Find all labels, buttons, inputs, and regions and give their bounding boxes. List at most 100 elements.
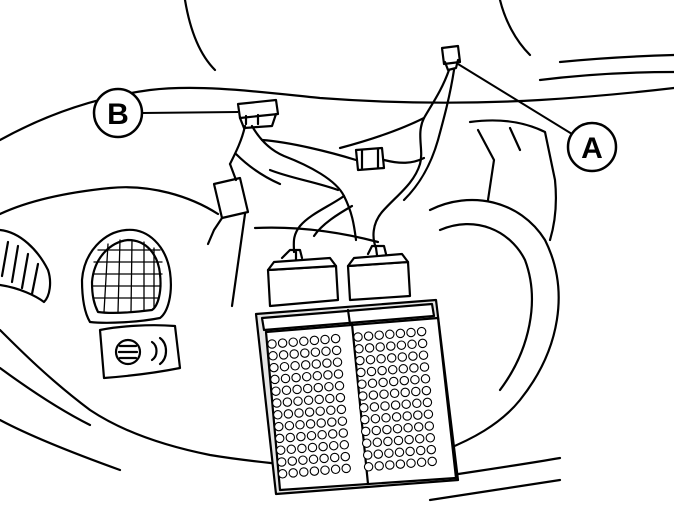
test-pin (418, 350, 429, 360)
test-pin (274, 433, 285, 444)
test-pin (363, 331, 374, 341)
test-pin (372, 437, 383, 448)
test-pin (331, 345, 342, 356)
test-pin (390, 400, 401, 410)
test-pin (272, 398, 282, 408)
test-pin (277, 469, 288, 479)
test-pin (285, 432, 296, 443)
test-pin (354, 344, 364, 354)
test-pin (318, 441, 328, 452)
light-switch-panel (98, 324, 182, 380)
test-pin (380, 401, 390, 411)
test-pin (288, 468, 298, 478)
test-pin (393, 435, 404, 446)
test-pin (376, 354, 386, 364)
test-pin (312, 371, 323, 381)
test-pin (339, 440, 350, 450)
test-pin (413, 410, 423, 420)
test-pin (292, 384, 302, 395)
test-pin (300, 348, 310, 358)
test-pin (374, 461, 384, 471)
test-pin (414, 433, 425, 444)
test-pin (298, 455, 308, 465)
test-pin (277, 338, 288, 348)
test-pin (284, 420, 295, 431)
callout-a-label: A (581, 132, 603, 165)
left-air-vent (0, 228, 52, 304)
test-pin (400, 387, 410, 398)
test-pin (337, 416, 348, 426)
test-pin (357, 379, 367, 389)
connector-a (440, 44, 462, 72)
test-pin (282, 397, 293, 407)
test-pin (306, 430, 317, 441)
test-pin (296, 431, 306, 442)
test-pin (404, 434, 414, 445)
callout-b-label: B (107, 98, 129, 131)
test-pin (413, 422, 424, 432)
test-pin (289, 349, 299, 359)
test-pin (268, 351, 278, 361)
test-pin (394, 447, 405, 458)
test-pin (328, 440, 339, 451)
test-pin (370, 413, 381, 424)
test-pin (384, 448, 394, 458)
test-pin (356, 367, 366, 378)
test-pin (427, 456, 437, 467)
test-pin (397, 352, 408, 362)
test-pin (323, 370, 333, 380)
test-pin (385, 329, 395, 340)
test-pin (386, 353, 397, 363)
test-pin (324, 381, 334, 392)
test-pin (399, 375, 410, 386)
test-pin (321, 346, 331, 357)
test-pin (412, 398, 422, 409)
test-pin (368, 390, 379, 400)
test-pin (371, 425, 382, 436)
test-pin (341, 463, 351, 474)
test-pin (402, 411, 412, 421)
test-pin (360, 414, 370, 425)
test-pin (379, 389, 389, 399)
test-pin (408, 351, 418, 361)
test-pin (386, 341, 396, 351)
test-pin (279, 361, 290, 372)
test-pin (416, 326, 427, 337)
test-pin (405, 446, 415, 457)
test-pin (360, 426, 371, 437)
test-pin (267, 339, 277, 349)
test-pin (423, 409, 434, 419)
test-pin (425, 433, 436, 443)
test-pin (424, 421, 435, 431)
test-pin (293, 396, 303, 406)
test-pin (336, 404, 347, 415)
test-pin (302, 383, 313, 394)
test-pin (373, 449, 384, 459)
test-pin (275, 445, 286, 455)
vent-grille (92, 239, 163, 313)
test-pin (375, 342, 385, 352)
test-pin (396, 340, 407, 350)
test-pin (281, 385, 292, 396)
test-pin (270, 374, 280, 385)
test-pin (340, 451, 351, 462)
test-pin (287, 456, 298, 466)
test-pin (416, 457, 427, 468)
test-pin (315, 406, 325, 416)
test-pin (297, 443, 307, 454)
connector-b (236, 98, 280, 130)
callout-b-leader (141, 111, 239, 114)
test-pin (309, 466, 320, 476)
test-pin (299, 336, 309, 347)
test-pin (355, 355, 365, 366)
test-pin (334, 381, 345, 391)
test-module-pin-grid (267, 326, 437, 479)
test-pin (385, 460, 395, 470)
test-pin (311, 359, 322, 369)
test-pin (278, 350, 289, 360)
test-pin (415, 445, 426, 456)
test-pin (294, 408, 304, 418)
test-pin (330, 464, 341, 475)
test-pin (403, 423, 413, 433)
callout-a: A (457, 63, 618, 173)
